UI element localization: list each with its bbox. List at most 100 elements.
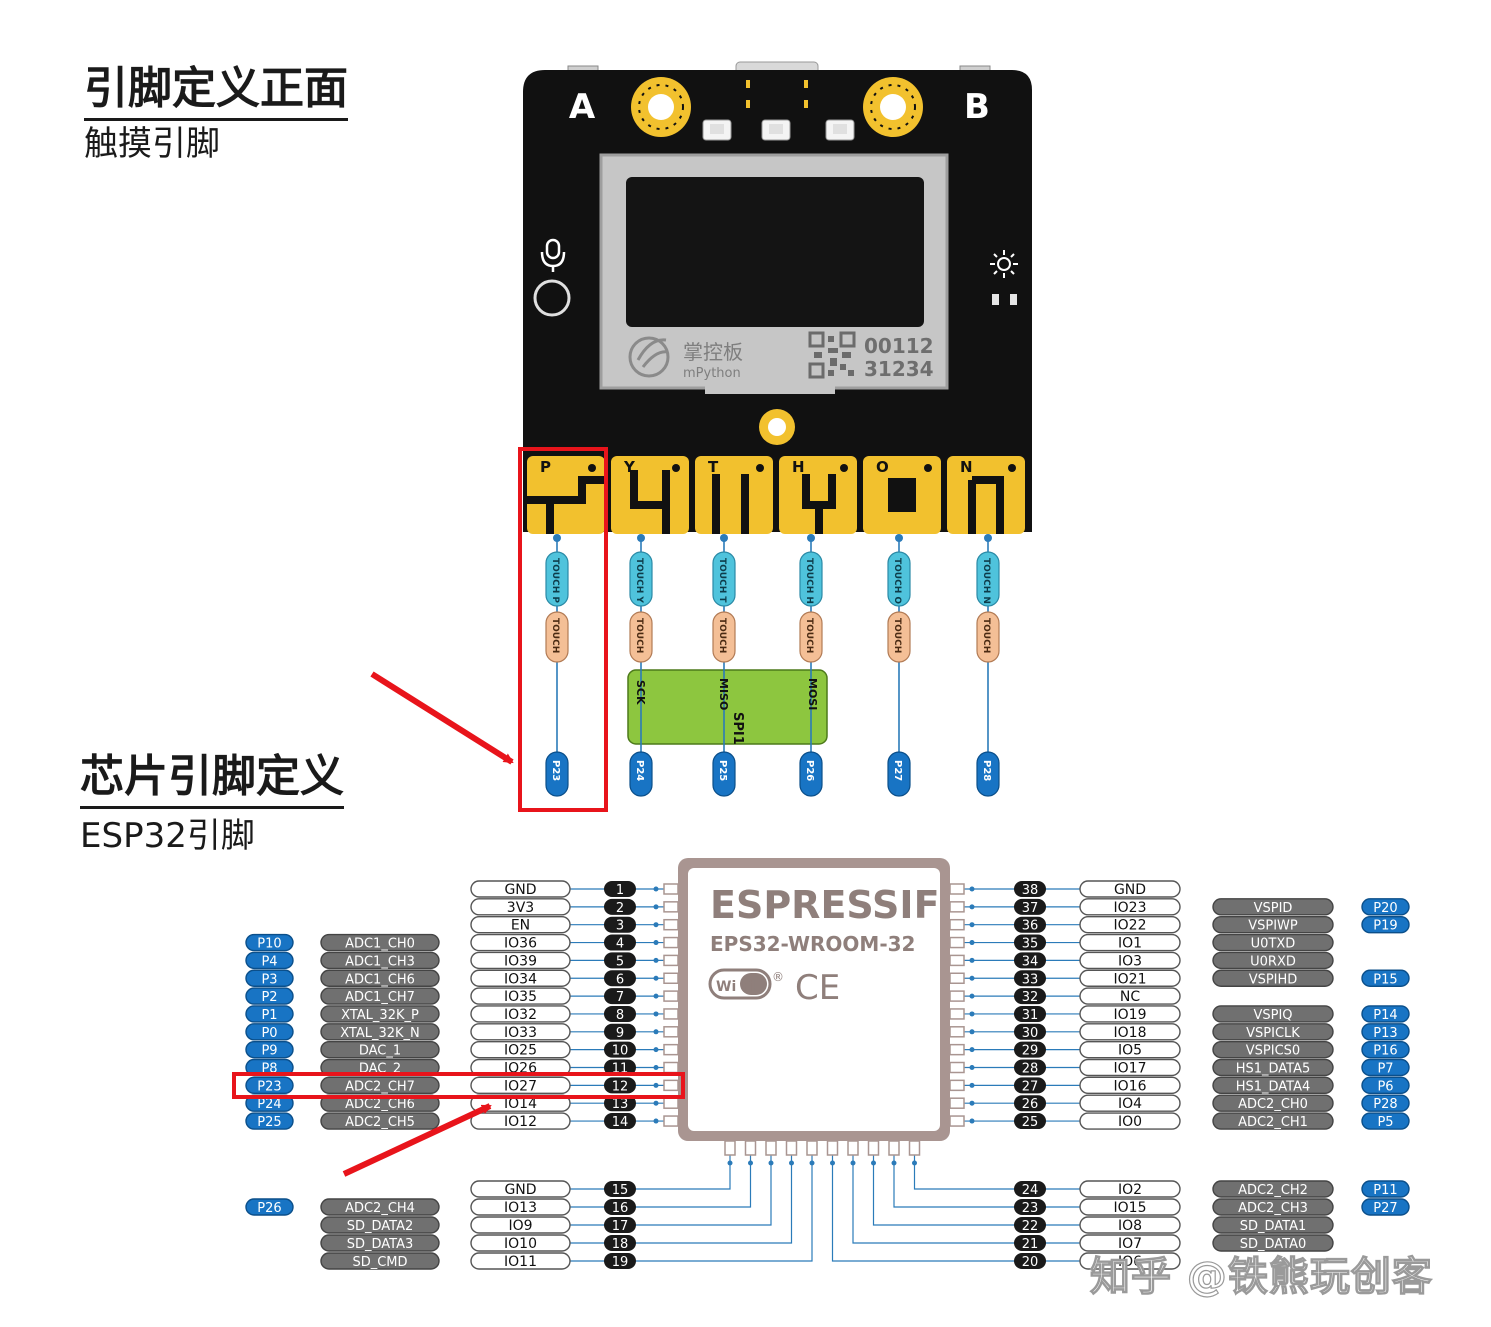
pad-h[interactable] (779, 456, 857, 534)
board-pin-label-text: P7 (1377, 1062, 1393, 1077)
pin-number: 34 (1014, 952, 1046, 969)
touch-func-text: TOUCH (981, 618, 991, 653)
board-pin-label-text: P24 (257, 1097, 281, 1112)
board-pin-label: P20 (1361, 898, 1410, 916)
function-label: VSPICLK (1212, 1023, 1334, 1041)
pin-number-text: 23 (1022, 1201, 1039, 1216)
function-label: ADC2_CH2 (1212, 1180, 1334, 1198)
function-label: ADC2_CH3 (1212, 1198, 1334, 1216)
io-label: IO5 (1079, 1040, 1181, 1059)
pin-number: 10 (604, 1041, 636, 1059)
io-label: IO4 (1079, 1094, 1181, 1112)
pin-number: 3 (604, 916, 636, 934)
pin-number-text: 29 (1022, 1044, 1039, 1059)
pin-number-text: 18 (612, 1237, 629, 1252)
function-label: ADC1_CH6 (320, 969, 440, 987)
serial-line-2: 31234 (864, 357, 934, 381)
pin-number-text: 17 (612, 1219, 629, 1234)
board-pin-label-text: P14 (1373, 1008, 1397, 1023)
pin-number-text: 32 (1022, 990, 1039, 1005)
pad-label-n: N (960, 458, 973, 476)
touch-func-text: TOUCH (634, 618, 644, 653)
io-label: GND (470, 880, 571, 898)
pin-number: 18 (604, 1235, 636, 1252)
touch-pin-text: P24 (634, 760, 645, 781)
io-label-text: IO0 (1118, 1114, 1142, 1130)
touch-label-text: TOUCH P (550, 558, 560, 603)
io-label: IO13 (470, 1198, 571, 1216)
io-label: NC (1079, 987, 1181, 1005)
function-label-text: ADC1_CH7 (345, 990, 415, 1005)
io-label-text: IO1 (1118, 936, 1142, 952)
pin-number-text: 28 (1022, 1062, 1039, 1077)
function-label-text: VSPICLK (1246, 1026, 1300, 1041)
pin-number: 37 (1014, 898, 1046, 916)
io-label-text: GND (504, 882, 536, 898)
pin-number: 20 (1014, 1253, 1046, 1270)
board-pin-label: P25 (245, 1112, 294, 1130)
board-pin-label-text: P16 (1373, 1044, 1397, 1059)
io-label: IO6 (1079, 1252, 1181, 1270)
touch-func-pill (545, 611, 569, 663)
function-label: ADC2_CH7 (320, 1076, 440, 1094)
io-label-text: 3V3 (507, 900, 534, 916)
io-label-text: IO19 (1114, 1007, 1147, 1023)
io-label-text: IO23 (1114, 900, 1147, 916)
arrow-to-io27 (342, 1103, 492, 1177)
pin-number-text: 25 (1022, 1115, 1039, 1130)
pin-number-text: 37 (1022, 901, 1039, 916)
qr-code (808, 331, 856, 379)
pin-number: 17 (604, 1217, 636, 1234)
touch-pin-pill (976, 751, 1000, 797)
io-label-text: IO3 (1118, 953, 1142, 969)
button-b[interactable] (863, 77, 923, 137)
board-pin-label-text: P1 (261, 1008, 277, 1023)
touch-label-pill (799, 551, 823, 607)
spi-title: SPI1 (730, 712, 745, 745)
io-label-text: IO11 (504, 1254, 537, 1270)
touch-pin-text: P26 (804, 760, 815, 781)
touch-label-text: TOUCH O (892, 558, 902, 604)
io-label-text: IO13 (504, 1200, 537, 1216)
io-label-text: IO4 (1118, 1096, 1142, 1112)
button-a[interactable] (631, 77, 691, 137)
pin-number: 35 (1014, 934, 1046, 952)
mpython-board: A B (523, 61, 1032, 534)
io-label: IO39 (470, 951, 571, 969)
board-pin-label: P26 (245, 1198, 294, 1216)
touch-label-pill (545, 551, 569, 607)
board-pin-label-text: P4 (261, 954, 277, 969)
pin-number: 12 (604, 1077, 636, 1094)
io-label: IO35 (470, 987, 571, 1005)
pin-number: 2 (604, 898, 636, 916)
io-label: IO22 (1079, 916, 1181, 934)
logo-text-cn: 掌控板 (683, 340, 743, 364)
io-label: IO8 (1079, 1216, 1181, 1234)
io-label: GND (1079, 880, 1181, 898)
board-pin-label-text: P19 (1373, 919, 1397, 934)
touch-func-text: TOUCH (717, 618, 727, 653)
touch-label-pill (887, 551, 911, 607)
function-label: ADC1_CH3 (320, 951, 440, 969)
pin-number-text: 22 (1022, 1219, 1039, 1234)
touch-label-text: TOUCH N (981, 558, 991, 604)
io-label-text: IO33 (504, 1025, 537, 1041)
function-label-text: ADC2_CH0 (1238, 1097, 1308, 1112)
io-label-text: IO35 (504, 989, 537, 1005)
pad-n[interactable] (947, 456, 1025, 534)
pin-number: 32 (1014, 988, 1046, 1005)
touch-func-pill (629, 611, 653, 663)
pin-number: 33 (1014, 970, 1046, 987)
function-label: HS1_DATA5 (1212, 1058, 1334, 1077)
function-label: ADC2_CH1 (1212, 1112, 1334, 1130)
board-pin-label: P6 (1361, 1076, 1410, 1094)
chip-pinout-subtitle: ESP32引脚 (80, 816, 255, 856)
